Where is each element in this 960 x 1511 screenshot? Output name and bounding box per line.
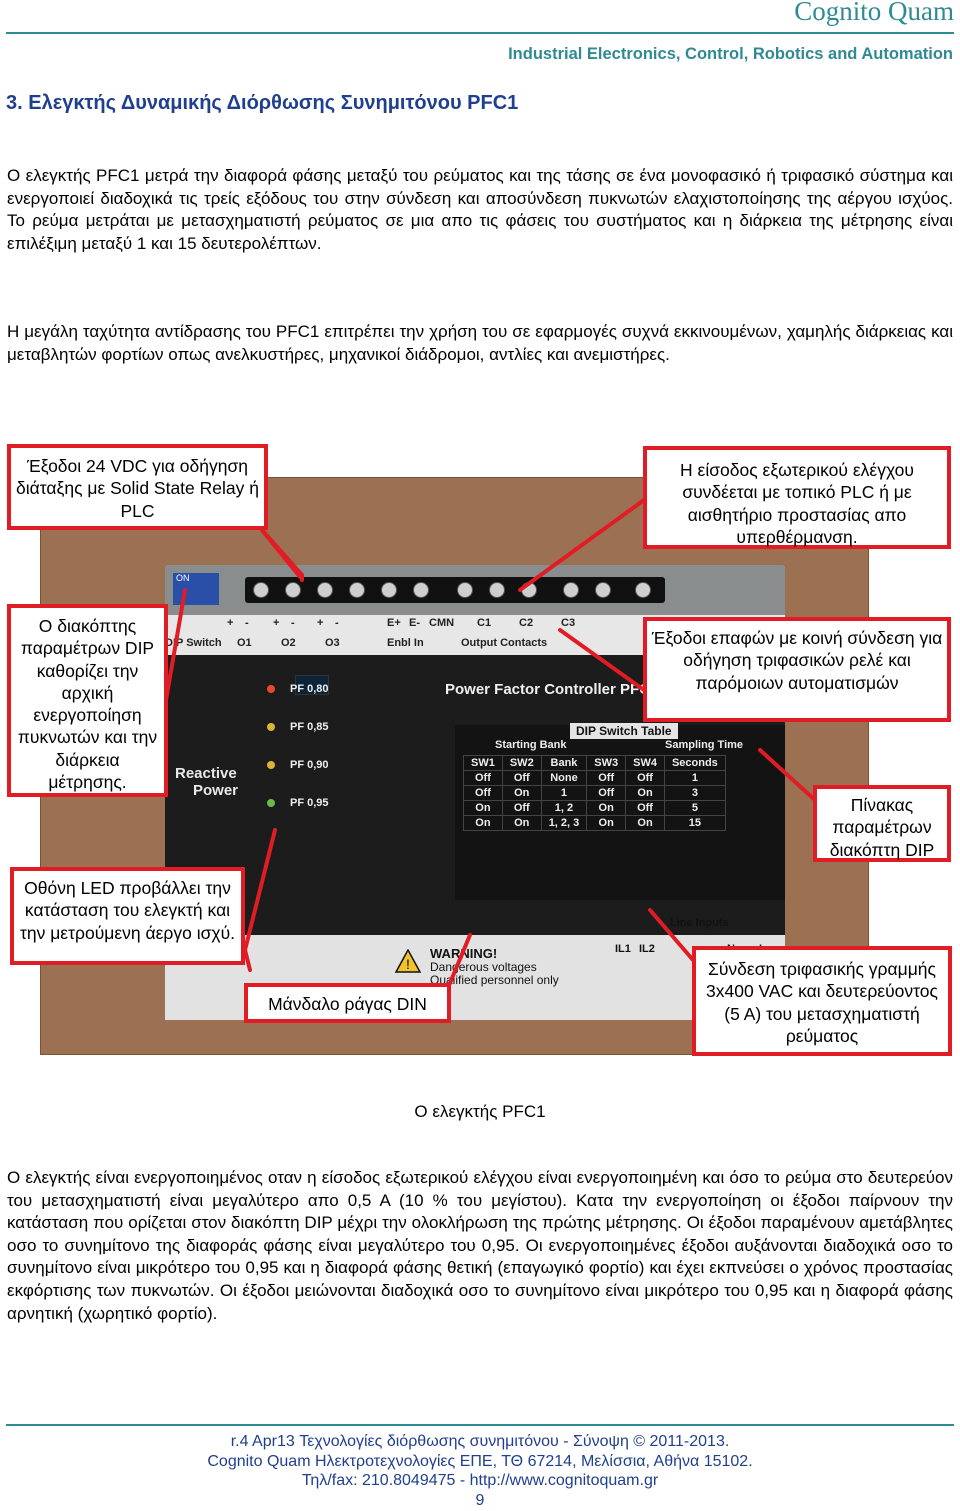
brand-name: Cognito Quam <box>794 0 954 26</box>
terminal-screw <box>285 582 301 598</box>
terminal-label: - <box>335 617 339 629</box>
terminal-label: + <box>317 617 324 629</box>
terminal-sublabel: Enbl In <box>387 637 424 649</box>
dip-table-title: DIP Switch Table <box>570 723 678 739</box>
device-top-terminals: ON <box>165 565 785 615</box>
footer-contact: Τηλ/fax: 210.8049475 - http://www.cognit… <box>301 1472 659 1489</box>
status-led <box>267 799 275 807</box>
intro-paragraph: Ο ελεγκτής PFC1 μετρά την διαφορά φάσης … <box>7 166 953 253</box>
terminal-screw <box>253 582 269 598</box>
callout-din-latch: Μάνδαλο ράγας DIN <box>244 983 451 1023</box>
terminal-screw <box>635 582 651 598</box>
terminal-label: - <box>291 617 295 629</box>
callout-led-display: Οθόνη LED προβάλλει την κατάσταση του ελ… <box>10 867 245 965</box>
terminal-label: - <box>245 617 249 629</box>
pf-label: PF 0,80 <box>290 683 329 695</box>
terminal-label: CMN <box>429 617 455 629</box>
led-display <box>295 675 329 695</box>
footer-revision: r.4 Apr13 Τεχνολογίες διόρθωσης συνημιτό… <box>230 1433 730 1450</box>
terminal-label: E+ <box>387 617 401 629</box>
table-cell: Off <box>463 785 503 801</box>
dip-on-label: ON <box>176 573 190 583</box>
terminal-sublabel: Output Contacts <box>461 637 548 649</box>
operation-paragraph: Ο ελεγκτής είναι ενεργοποιημένος οταν η … <box>7 1168 953 1323</box>
figure-caption: Ο ελεγκτής PFC1 <box>414 1102 546 1121</box>
dip-switch: ON <box>173 573 219 605</box>
table-cell: On <box>463 815 503 831</box>
bottom-terminal-label: IL2 <box>639 943 655 955</box>
device-front-panel: Reactive Power PF 0,80 PF 0,85 PF 0,90 P… <box>165 655 785 935</box>
device-title: Power Factor Controller PFC1 <box>445 681 659 698</box>
terminal-screw <box>563 582 579 598</box>
starting-bank-label: Starting Bank <box>495 739 567 751</box>
brand-tagline: Industrial Electronics, Control, Robotic… <box>508 45 953 63</box>
table-cell: 1, 2, 3 <box>540 815 588 831</box>
terminal-screw <box>489 582 505 598</box>
table-cell: On <box>501 815 542 831</box>
status-led <box>267 761 275 769</box>
pf-label: PF 0,90 <box>290 759 329 771</box>
reactive-text: Reactive <box>175 765 237 782</box>
terminal-block <box>245 577 665 603</box>
terminal-label: C3 <box>561 617 576 629</box>
table-cell: On <box>586 815 627 831</box>
callout-leader-lines <box>164 498 817 997</box>
applications-paragraph: Η μεγάλη ταχύτητα αντίδρασης του PFC1 επ… <box>7 322 953 364</box>
device-dip-table: DIP Switch Table Starting Bank Sampling … <box>455 723 785 900</box>
sampling-time-label: Sampling Time <box>665 739 744 751</box>
terminal-screw <box>349 582 365 598</box>
terminal-screw <box>595 582 611 598</box>
callout-dip-switch: Ο διακόπτης παραμέτρων DIP καθορίζει την… <box>7 604 168 797</box>
pfc1-figure: ON + - + - + - E+ <box>0 440 960 1070</box>
table-cell: 15 <box>663 815 726 831</box>
svg-text:!: ! <box>406 956 410 972</box>
page-number: 9 <box>475 1492 485 1509</box>
terminal-screw <box>457 582 473 598</box>
line-inputs-label: Line Inputs <box>670 917 729 929</box>
terminal-label: C1 <box>477 617 492 629</box>
warning-icon: ! <box>395 949 421 973</box>
terminal-screw <box>413 582 429 598</box>
table-row: On On 1, 2, 3 On On 15 <box>463 815 726 831</box>
terminal-label: E- <box>409 617 420 629</box>
status-led <box>267 685 275 693</box>
terminal-sublabel: DIP Switch <box>165 637 222 649</box>
terminal-sublabel: O3 <box>325 637 340 649</box>
reactive-power-label: Reactive Power <box>175 765 238 799</box>
status-led <box>267 723 275 731</box>
footer-address: Cognito Quam Ηλεκτροτεχνολογίες ΕΠΕ, ΤΘ … <box>207 1453 753 1470</box>
header-rule <box>6 32 954 34</box>
pf-label: PF 0,85 <box>290 721 329 733</box>
section-heading: 3. Ελεγκτής Δυναμικής Διόρθωσης Συνημιτό… <box>6 92 519 114</box>
pf-label: PF 0,95 <box>290 797 329 809</box>
table-row: On Off 1, 2 On Off 5 <box>463 800 726 816</box>
callout-dip-table: Πίνακας παραμέτρων διακόπτη DIP <box>813 785 951 862</box>
terminal-screw <box>317 582 333 598</box>
table-cell: On <box>625 815 665 831</box>
terminal-label: C2 <box>519 617 534 629</box>
terminal-sublabel: O1 <box>237 637 252 649</box>
power-text: Power <box>193 782 239 799</box>
callout-contact-outputs: Έξοδοι επαφών με κοινή σύνδεση για οδήγη… <box>643 617 951 722</box>
table-header-cell: SW4 <box>625 755 665 771</box>
callout-external-input: Η είσοδος εξωτερικού ελέγχου συνδέεται μ… <box>643 446 951 549</box>
callout-24vdc-outputs: Έξοδοι 24 VDC για οδήγηση διάταξης με So… <box>7 444 268 530</box>
terminal-label: + <box>227 617 234 629</box>
table-header-cell: SW2 <box>501 755 542 771</box>
pfc1-device-photo: ON + - + - + - E+ <box>165 565 785 1020</box>
terminal-label: + <box>273 617 280 629</box>
terminal-sublabel: O2 <box>281 637 296 649</box>
bottom-terminal-label: IL1 <box>615 943 631 955</box>
callout-three-phase: Σύνδεση τριφασικής γραμμής 3x400 VAC και… <box>692 946 952 1056</box>
dip-table: SW1 SW2 Bank SW3 SW4 Seconds Off Off Non… <box>463 755 726 831</box>
terminal-screw <box>381 582 397 598</box>
warning-line: Qualified personnel only <box>430 973 559 987</box>
footer-rule <box>6 1424 954 1426</box>
